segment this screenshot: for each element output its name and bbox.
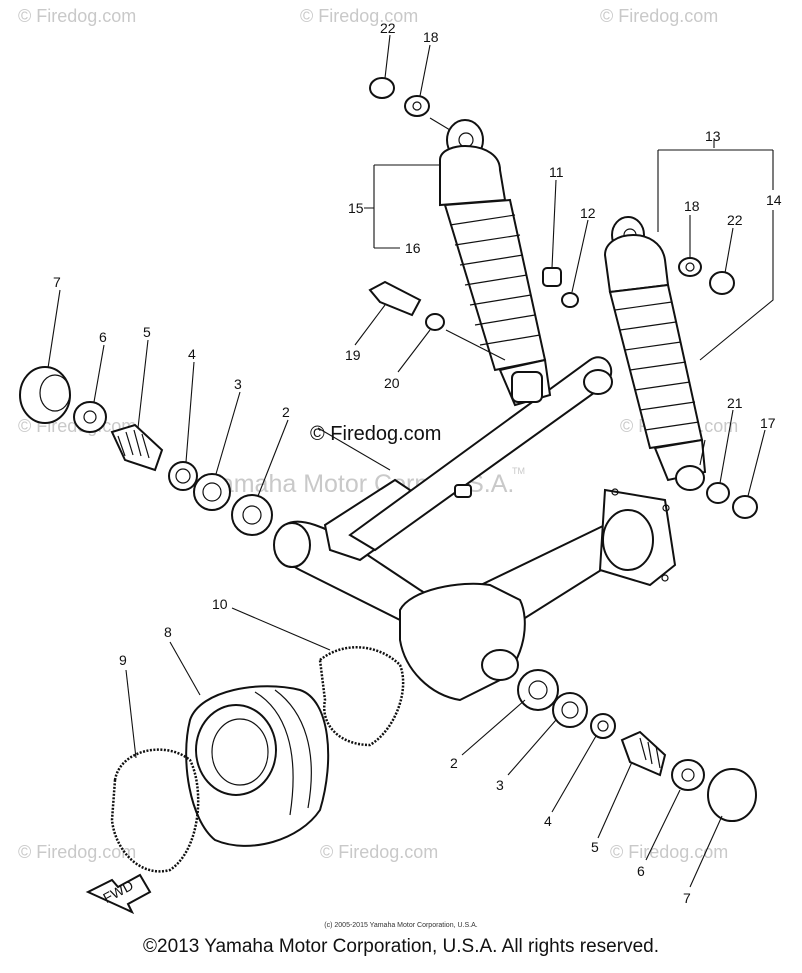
part-label: 6 bbox=[637, 863, 645, 879]
part-label: 22 bbox=[727, 212, 743, 228]
part-label: 7 bbox=[683, 890, 691, 906]
part-labels: 22 18 15 16 11 12 13 18 22 14 19 20 7 6 … bbox=[53, 20, 782, 906]
forward-arrow: FWD bbox=[85, 873, 152, 915]
part-label: 4 bbox=[188, 346, 196, 362]
watermark: © Firedog.com bbox=[320, 842, 438, 862]
part-label: 22 bbox=[380, 20, 396, 36]
part-label: 2 bbox=[450, 755, 458, 771]
part-label: 7 bbox=[53, 274, 61, 290]
part-label: 21 bbox=[727, 395, 743, 411]
part-label: 5 bbox=[143, 324, 151, 340]
part-label: 16 bbox=[405, 240, 421, 256]
shock-absorber-right bbox=[603, 216, 707, 491]
watermark-tm: TM bbox=[512, 466, 525, 476]
part-label: 14 bbox=[766, 192, 782, 208]
swingarm bbox=[273, 356, 677, 702]
rubber-boot bbox=[185, 685, 330, 847]
part-label: 3 bbox=[496, 777, 504, 793]
part-label: 19 bbox=[345, 347, 361, 363]
hardware-parts bbox=[19, 77, 758, 822]
watermark: © Firedog.com bbox=[610, 842, 728, 862]
part-label: 11 bbox=[549, 164, 564, 180]
watermark: © Firedog.com bbox=[18, 6, 136, 26]
watermark: © Firedog.com bbox=[18, 842, 136, 862]
part-label: 10 bbox=[212, 596, 228, 612]
footer-copyright: ©2013 Yamaha Motor Corporation, U.S.A. A… bbox=[143, 936, 659, 957]
part-label: 15 bbox=[348, 200, 364, 216]
part-label: 12 bbox=[580, 205, 596, 221]
part-label: 6 bbox=[99, 329, 107, 345]
shock-absorber-left bbox=[439, 119, 552, 407]
part-label: 9 bbox=[119, 652, 127, 668]
part-label: 3 bbox=[234, 376, 242, 392]
part-label: 8 bbox=[164, 624, 172, 640]
watermark-site: © Firedog.com bbox=[310, 423, 441, 445]
part-label: 4 bbox=[544, 813, 552, 829]
watermark: © Firedog.com bbox=[300, 6, 418, 26]
part-label: 20 bbox=[384, 375, 400, 391]
part-label: 18 bbox=[684, 198, 700, 214]
part-label: 18 bbox=[423, 29, 439, 45]
leader-lines bbox=[47, 34, 774, 888]
part-label: 2 bbox=[282, 404, 290, 420]
small-copyright: (c) 2005-2015 Yamaha Motor Corporation, … bbox=[324, 922, 478, 929]
gaskets bbox=[110, 646, 405, 873]
watermark: © Firedog.com bbox=[600, 6, 718, 26]
part-label: 5 bbox=[591, 839, 599, 855]
part-label: 17 bbox=[760, 415, 776, 431]
part-label: 13 bbox=[705, 128, 721, 144]
